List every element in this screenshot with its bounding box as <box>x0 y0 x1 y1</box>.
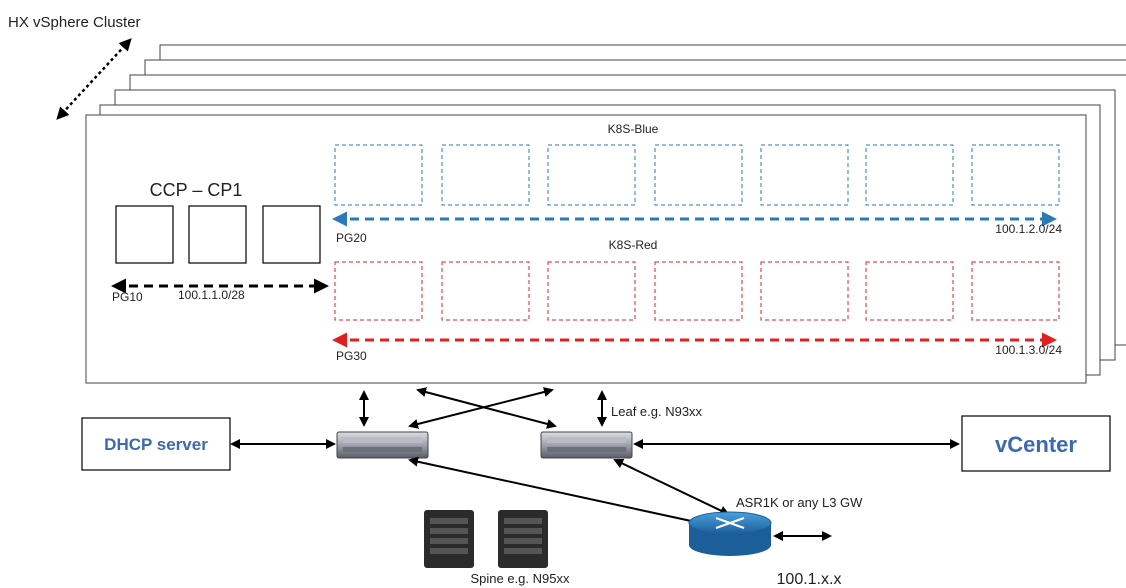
uplink-arrows <box>359 387 607 429</box>
pg10-label: PG10 <box>112 290 143 304</box>
leaf-label: Leaf e.g. N93xx <box>611 404 703 419</box>
cluster-label: HX vSphere Cluster <box>8 14 141 31</box>
external-label: 100.1.x.x <box>777 571 842 588</box>
router-icon <box>688 511 772 556</box>
k8s-blue-title: K8S-Blue <box>608 122 659 136</box>
ccp-nodes <box>115 205 321 264</box>
router-label: ASR1K or any L3 GW <box>736 495 863 510</box>
pg10-subnet: 100.1.1.0/28 <box>178 288 245 302</box>
vcenter-box <box>961 415 1111 472</box>
k8s-red-nodes <box>334 261 1060 321</box>
pg20-subnet: 100.1.2.0/24 <box>995 222 1062 236</box>
pg30-label: PG30 <box>336 349 367 363</box>
spine-switch-left <box>424 510 474 568</box>
spine-switch-right <box>498 510 548 568</box>
dhcp-server-label: DHCP server <box>104 435 208 454</box>
right-leaf-router-link <box>613 458 730 516</box>
pg20-label: PG20 <box>336 231 367 245</box>
k8s-blue-nodes <box>334 144 1060 206</box>
spine-label: Spine e.g. N95xx <box>470 571 570 586</box>
k8s-red-title: K8S-Red <box>609 238 658 252</box>
ccp-title: CCP – CP1 <box>150 180 243 200</box>
leaf-switch-right <box>540 431 633 459</box>
vcenter-label: vCenter <box>995 432 1077 457</box>
pg30-subnet: 100.1.3.0/24 <box>995 343 1062 357</box>
leaf-switch-left <box>336 431 429 459</box>
